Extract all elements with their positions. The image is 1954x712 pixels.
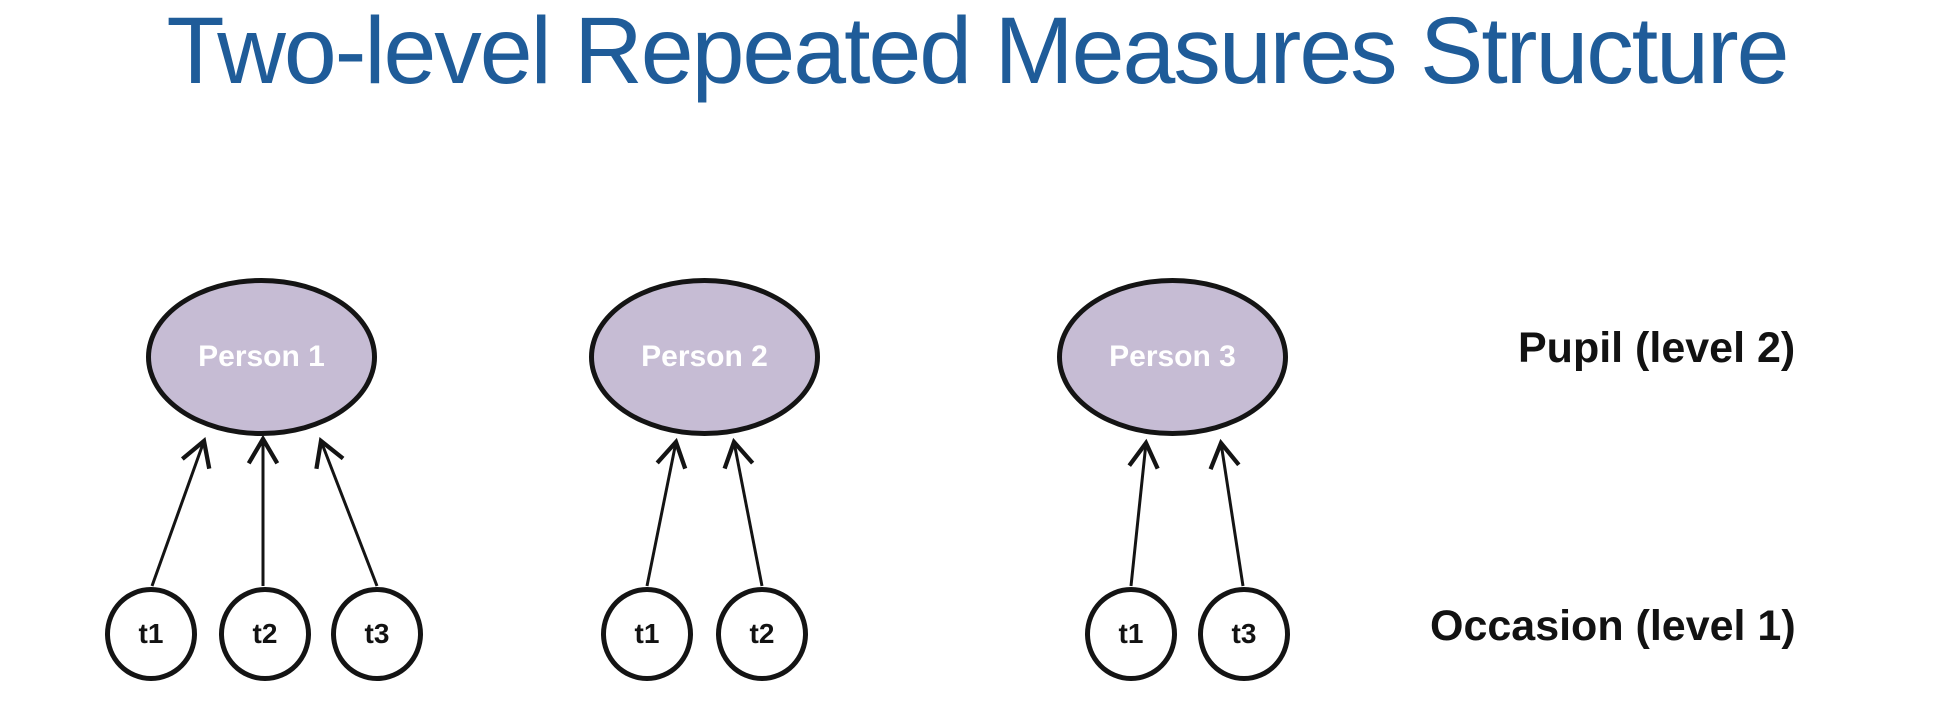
arrow-p2-t1 bbox=[645, 437, 688, 587]
occasion-node-p1-t1: t1 bbox=[105, 587, 197, 681]
person-2-node: Person 2 bbox=[589, 278, 820, 436]
arrow-p1-t3 bbox=[314, 437, 379, 587]
arrow-p3-t3 bbox=[1208, 438, 1245, 587]
occasion-label-p2-t1: t1 bbox=[634, 618, 660, 649]
occasion-label-p2-t2: t2 bbox=[749, 618, 775, 649]
person-3-node: Person 3 bbox=[1057, 278, 1288, 436]
arrow-p3-t1 bbox=[1127, 438, 1160, 587]
slide-title: Two-level Repeated Measures Structure bbox=[166, 0, 1790, 104]
arrow-p2-t2 bbox=[722, 437, 764, 587]
person-1-label: Person 1 bbox=[198, 340, 325, 373]
occasion-label-p1-t1: t1 bbox=[138, 618, 164, 649]
arrow-p1-t1 bbox=[150, 437, 212, 587]
level-1-label: Occasion (level 1) bbox=[1430, 602, 1796, 650]
occasion-node-p1-t3: t3 bbox=[331, 587, 423, 681]
occasion-node-p2-t2: t2 bbox=[716, 587, 808, 681]
person-2-label: Person 2 bbox=[641, 340, 768, 373]
occasion-label-p3-t3: t3 bbox=[1231, 618, 1257, 649]
level-2-label: Pupil (level 2) bbox=[1518, 324, 1796, 372]
occasion-node-p3-t1: t1 bbox=[1085, 587, 1177, 681]
occasion-label-p3-t1: t1 bbox=[1118, 618, 1144, 649]
occasion-node-p1-t2: t2 bbox=[219, 587, 311, 681]
occasion-label-p1-t3: t3 bbox=[364, 618, 390, 649]
occasion-node-p2-t1: t1 bbox=[601, 587, 693, 681]
person-3-label: Person 3 bbox=[1109, 340, 1236, 373]
person-1-node: Person 1 bbox=[146, 278, 377, 436]
occasion-label-p1-t2: t2 bbox=[252, 618, 278, 649]
occasion-node-p3-t3: t3 bbox=[1198, 587, 1290, 681]
